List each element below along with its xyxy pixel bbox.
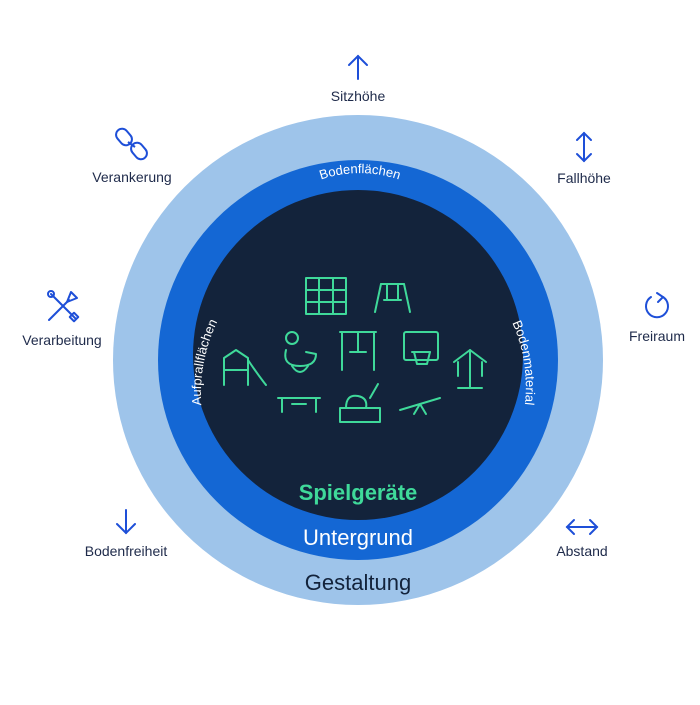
rotate-icon	[645, 292, 669, 319]
arc-label-top: Bodenflächen	[317, 161, 402, 182]
arrow-down-icon	[116, 509, 136, 535]
seesaw-icon	[399, 397, 441, 415]
middle-label: Untergrund	[303, 525, 413, 550]
arrow-left-right-icon	[565, 519, 599, 535]
item-verankerung: Verankerung	[62, 125, 202, 185]
outer-label: Gestaltung	[305, 570, 411, 595]
item-bodenfreiheit: Bodenfreiheit	[56, 507, 196, 559]
chain-link-icon	[115, 127, 148, 161]
label-freiraum: Freiraum	[628, 328, 685, 344]
gym-frame-icon	[339, 331, 377, 371]
arrow-up-icon	[348, 54, 368, 80]
label-verankerung: Verankerung	[92, 169, 172, 185]
balance-bridge-icon	[277, 397, 321, 413]
item-sitzhoehe: Sitzhöhe	[288, 52, 428, 104]
slide-icon	[223, 349, 267, 386]
tools-icon	[47, 290, 80, 323]
inner-label: Spielgeräte	[299, 480, 418, 505]
spring-rider-icon	[284, 331, 317, 373]
label-abstand: Abstand	[556, 543, 608, 559]
label-verarbeitung: Verarbeitung	[22, 332, 102, 348]
basketball-hoop-icon	[403, 331, 439, 365]
carousel-icon	[453, 349, 487, 389]
label-bodenfreiheit: Bodenfreiheit	[84, 543, 168, 559]
arrow-up-down-icon	[576, 131, 592, 163]
label-fallhoehe: Fallhöhe	[557, 170, 611, 186]
item-fallhoehe: Fallhöhe	[514, 130, 654, 186]
sand-digger-icon	[339, 383, 381, 423]
item-verarbeitung: Verarbeitung	[0, 288, 132, 348]
inner-circle	[193, 190, 523, 520]
climbing-net-icon	[305, 277, 347, 315]
item-freiraum: Freiraum	[587, 290, 700, 344]
item-abstand: Abstand	[512, 517, 652, 559]
label-sitzhoehe: Sitzhöhe	[330, 88, 386, 104]
swing-icon	[374, 283, 411, 313]
